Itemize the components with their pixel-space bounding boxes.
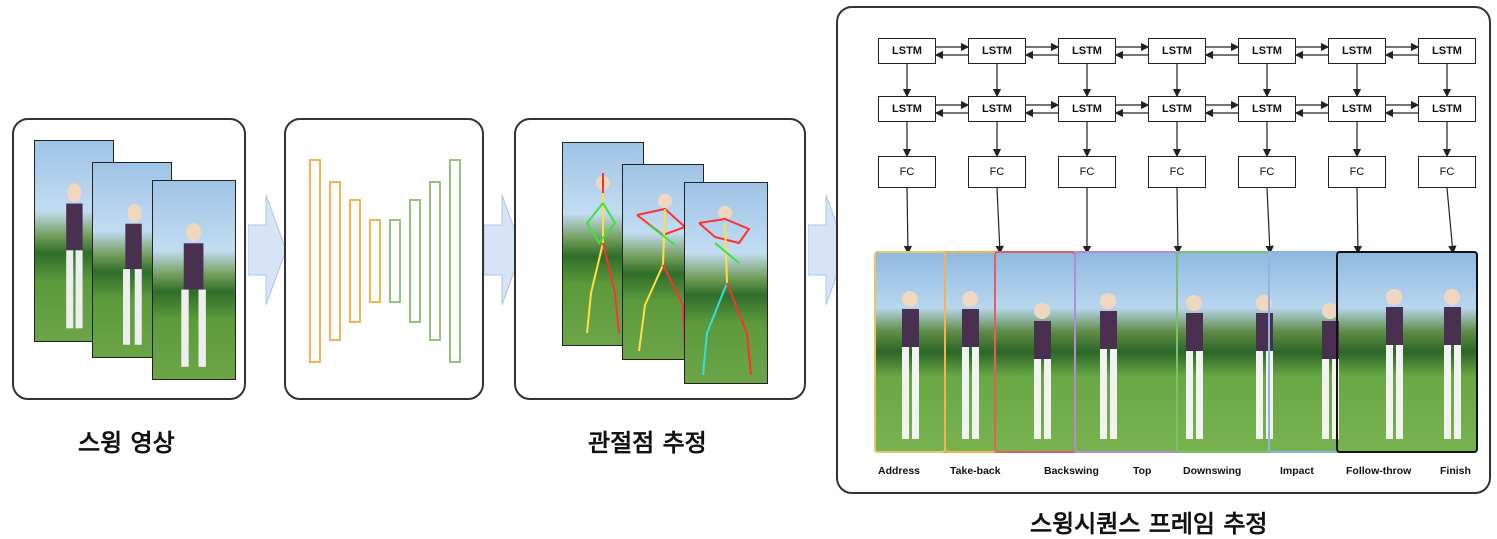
caption-sequence-estimation: 스윙시퀀스 프레임 추정 <box>1030 510 1268 538</box>
lstm-node: LSTM <box>1418 38 1476 64</box>
lstm-node: LSTM <box>1238 96 1296 122</box>
phase-label-finish: Finish <box>1440 465 1471 477</box>
swing-frame-3 <box>152 180 236 380</box>
caption-swing-video: 스윙 영상 <box>78 429 175 457</box>
frame-top <box>1074 251 1178 453</box>
lstm-node: LSTM <box>1058 38 1116 64</box>
phase-label-address: Address <box>878 465 921 477</box>
phase-label-takeback: Take-back <box>950 465 1001 477</box>
phase-label-followthrow: Follow-throw <box>1346 465 1412 477</box>
lstm-node: LSTM <box>1328 38 1386 64</box>
fc-node: FC <box>1328 156 1386 188</box>
lstm-node: LSTM <box>968 38 1026 64</box>
lstm-node: LSTM <box>1148 96 1206 122</box>
lstm-node: LSTM <box>1058 96 1116 122</box>
swing-video-panel <box>12 118 246 400</box>
connection-arrow <box>903 187 913 255</box>
frame-followthrow-finish <box>1336 251 1478 453</box>
phase-label-downswing: Downswing <box>1183 465 1242 477</box>
lstm-node: LSTM <box>1148 38 1206 64</box>
phase-label-top: Top <box>1133 465 1152 477</box>
caption-pose-estimation: 관절점 추정 <box>588 429 707 457</box>
connection-arrow <box>1173 187 1183 255</box>
phase-label-backswing: Backswing <box>1044 465 1099 477</box>
fc-node: FC <box>1418 156 1476 188</box>
frame-downswing <box>1176 251 1270 453</box>
network-connections <box>902 42 1457 255</box>
lstm-node: LSTM <box>878 96 936 122</box>
frame-backswing <box>994 251 1076 453</box>
encoder-decoder-bars <box>309 159 461 363</box>
fc-node: FC <box>1238 156 1296 188</box>
connection-arrow <box>1353 187 1363 255</box>
frame-address <box>874 251 946 453</box>
connection-arrow <box>1446 187 1457 255</box>
lstm-node: LSTM <box>878 38 936 64</box>
fc-node: FC <box>968 156 1026 188</box>
sequence-estimation-panel: LSTM LSTM LSTM LSTM LSTM LSTM LSTM LSTM LSTM LSTM… <box>836 6 1491 494</box>
fc-node: FC <box>1058 156 1116 188</box>
flow-arrow-1 <box>248 195 287 305</box>
pose-frame-3 <box>684 182 768 384</box>
connection-arrow <box>1265 187 1274 255</box>
phase-label-impact: Impact <box>1280 465 1314 477</box>
frame-impact <box>1268 251 1338 453</box>
pose-estimation-panel <box>514 118 806 400</box>
fc-node: FC <box>878 156 936 188</box>
encoder-decoder-panel <box>284 118 484 400</box>
lstm-node: LSTM <box>1238 38 1296 64</box>
lstm-node: LSTM <box>1328 96 1386 122</box>
lstm-node: LSTM <box>1418 96 1476 122</box>
lstm-node: LSTM <box>968 96 1026 122</box>
fc-node: FC <box>1148 156 1206 188</box>
connection-arrow <box>995 187 1004 255</box>
frame-takeback <box>944 251 996 453</box>
flow-arrow-2 <box>484 195 523 305</box>
